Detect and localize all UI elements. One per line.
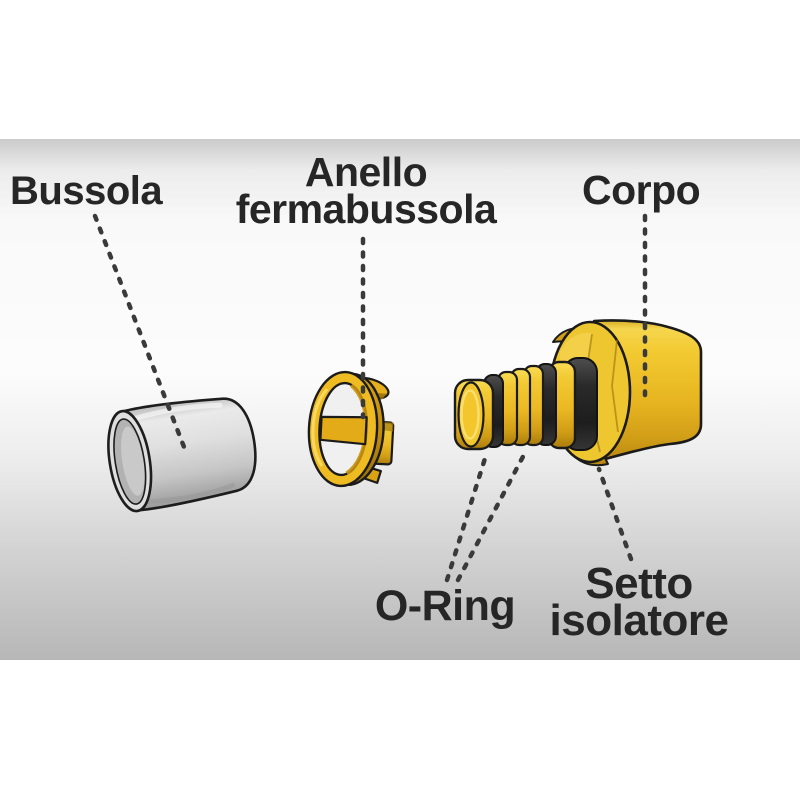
leader-line-setto [596,466,634,562]
leader-line-oring-left [444,449,490,583]
label-setto-isolatore: Setto isolatore [469,559,800,646]
anello-cross-bar [319,415,368,446]
label-anello-line1: Anello [304,149,428,195]
corpo-part [453,319,703,467]
corpo-tip-face-highlight [460,389,480,440]
bussola-inner-wall [121,426,145,496]
label-corpo: Corpo [582,167,701,213]
label-anello-fermabussola: Anello fermabussola [196,149,536,232]
label-bussola: Bussola [10,169,163,213]
label-oring: O-Ring [374,582,516,630]
bussola-bottom-shadow [146,483,236,504]
label-setto-line2: isolatore [549,596,729,646]
anello-front-highlight [311,388,329,467]
bussola-part [107,397,257,513]
bussola-body [120,397,257,512]
anello-fermabussola-part [307,370,395,488]
label-setto-line1: Setto [585,559,693,608]
leader-line-oring-right [455,446,530,583]
label-anello-line2: fermabussola [235,185,497,232]
leader-line-bussola [92,213,187,450]
bussola-top-highlight [130,402,223,422]
